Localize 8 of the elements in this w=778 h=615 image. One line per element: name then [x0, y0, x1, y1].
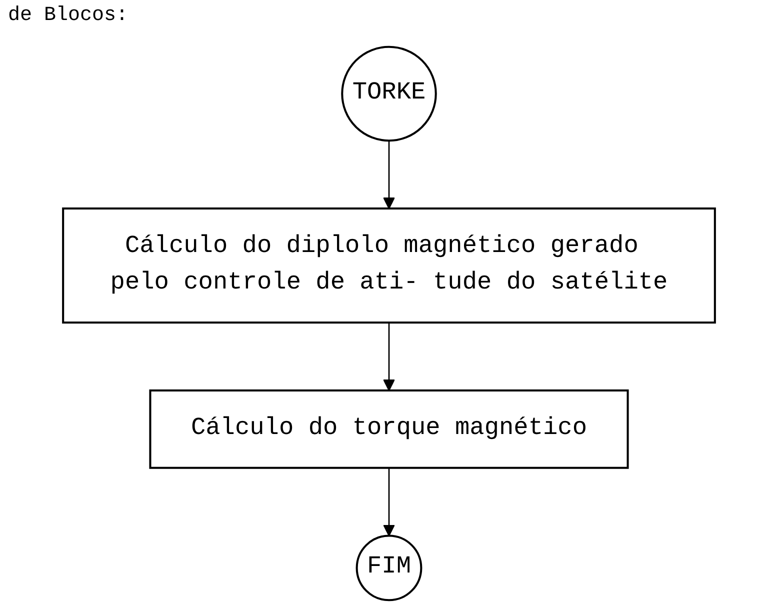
node-circle: TORKE [341, 46, 437, 142]
arrow [383, 468, 395, 536]
node-box: Cálculo do torque magnético [149, 389, 629, 469]
node-circle: FIM [356, 534, 422, 602]
node-box: Cálculo do diplolo magnético gerado pelo controle de ati- tude do satélite [62, 207, 716, 324]
heading-text: de Blocos: [8, 4, 128, 27]
arrow [383, 140, 395, 210]
arrow [383, 322, 395, 391]
